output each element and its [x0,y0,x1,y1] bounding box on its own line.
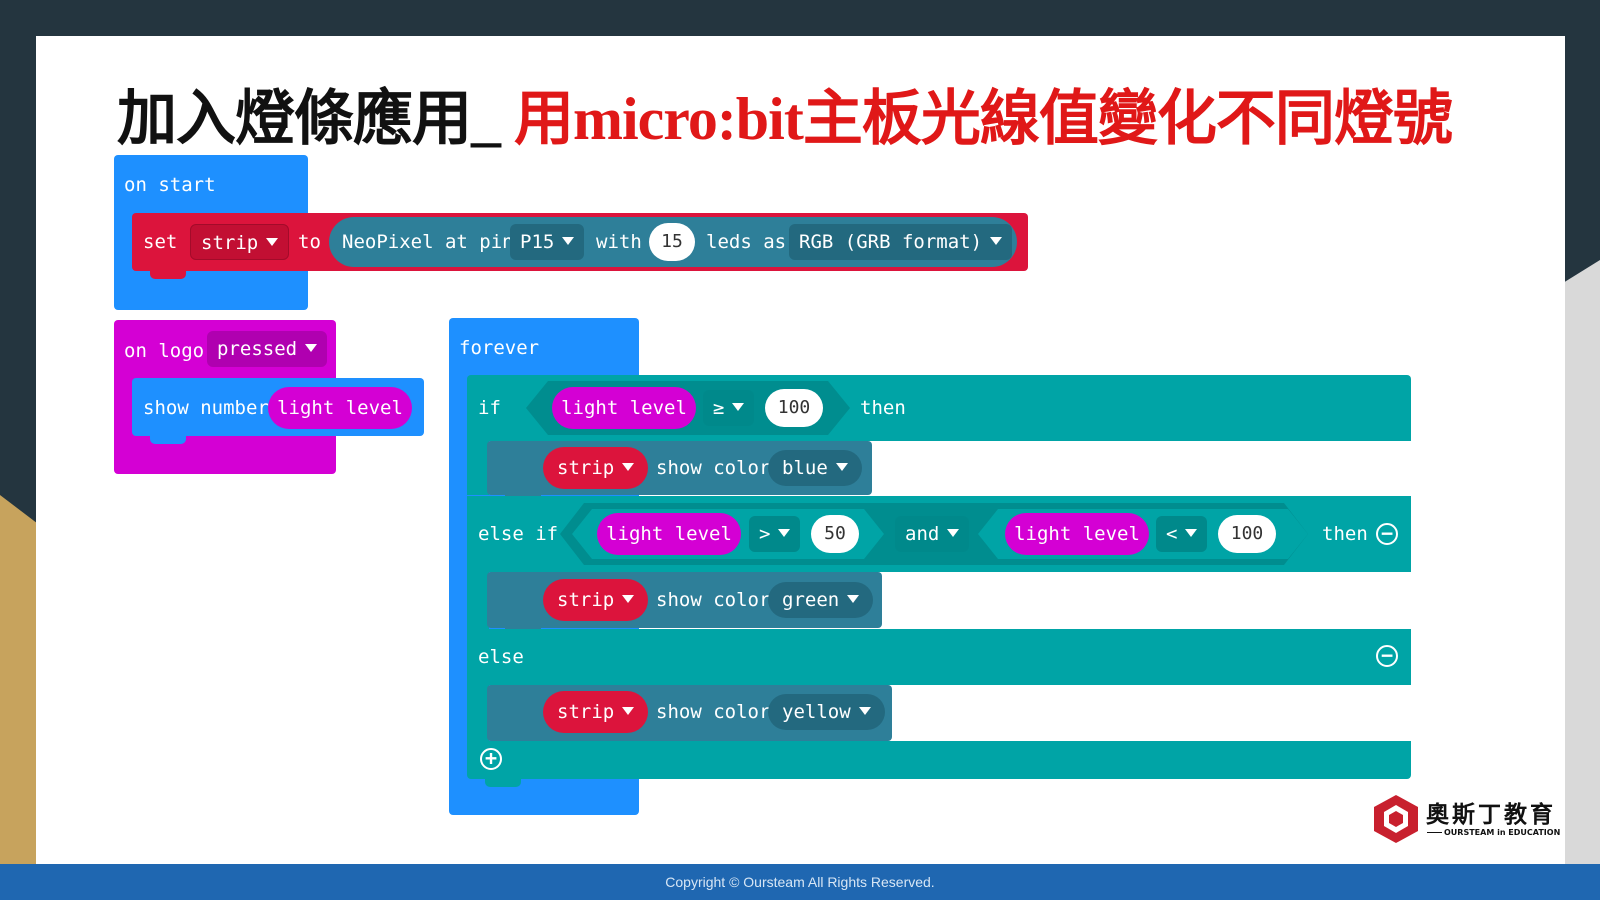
company-logo: 奧斯丁教育 OURSTEAM in EDUCATION [1370,793,1560,853]
footer-copyright: Copyright © Oursteam All Rights Reserved… [0,864,1600,900]
color-yellow-label: yellow [782,701,851,723]
else-if-body-rail [467,571,489,629]
chevron-down-icon [732,402,745,411]
logo-event-dropdown[interactable]: pressed [207,331,328,367]
else-if-threshold-input-a[interactable]: 50 [811,515,859,553]
else-if-operator-dropdown-a[interactable]: > [749,516,801,552]
strip-variable-label: strip [201,232,259,254]
color-dropdown-green[interactable]: green [768,582,874,618]
chevron-down-icon [266,237,279,246]
pin-dropdown[interactable]: P15 [510,224,585,260]
color-dropdown-blue[interactable]: blue [768,450,862,486]
remove-else-if-icon[interactable]: − [1376,523,1398,545]
then-keyword: then [860,397,906,419]
chevron-down-icon [835,462,848,471]
chevron-down-icon [847,594,860,603]
operator-a-label: > [759,523,771,545]
else-if-operator-dropdown-b[interactable]: < [1156,516,1208,552]
light-level-reporter[interactable]: light level [268,387,412,429]
forever-label: forever [459,337,540,359]
color-dropdown-yellow[interactable]: yellow [768,694,885,730]
statement-notch [150,434,186,444]
statement-notch [485,777,521,787]
color-green-label: green [782,589,840,611]
strip-label: strip [557,589,615,611]
strip-dropdown-blue[interactable]: strip [543,447,649,489]
chevron-down-icon [622,594,635,603]
format-label: RGB (GRB format) [799,231,983,253]
if-light-level-reporter[interactable]: light level [552,387,696,429]
color-blue-label: blue [782,457,828,479]
else-body-rail [467,684,489,742]
and-label: and [905,523,940,545]
show-color-label: show color [656,589,771,611]
strip-variable-dropdown[interactable]: strip [190,224,290,260]
chevron-down-icon [858,706,871,715]
if-operator-dropdown[interactable]: ≥ [703,390,755,426]
cube-logo-icon [1374,795,1418,843]
chevron-down-icon [562,236,575,245]
strip-dropdown-green[interactable]: strip [543,579,649,621]
show-color-label: show color [656,457,771,479]
logo-event-label: pressed [217,338,298,360]
set-keyword: set [143,231,178,253]
if-keyword: if [478,397,501,419]
on-start-label: on start [124,174,216,196]
chevron-down-icon [947,528,960,537]
chevron-down-icon [622,706,635,715]
leds-as-keyword: leds as [706,231,787,253]
if-operator-label: ≥ [713,397,725,419]
if-footer [467,741,1411,779]
strip-label: strip [557,457,615,479]
add-else-if-icon[interactable]: + [480,748,502,770]
logo-name: 奧斯丁教育 [1426,802,1556,828]
if-body-rail [467,440,489,495]
logo-tagline: OURSTEAM in EDUCATION [1444,828,1561,837]
else-if-threshold-input-b[interactable]: 100 [1218,515,1276,553]
leds-count-input[interactable]: 15 [649,223,695,261]
title-part-black: 加入燈條應用_ [117,86,514,152]
show-color-label: show color [656,701,771,723]
neopixel-label: NeoPixel at pin [342,231,514,253]
else-keyword: else [478,646,524,668]
to-keyword: to [298,231,321,253]
strip-dropdown-yellow[interactable]: strip [543,691,649,733]
chevron-down-icon [305,343,318,352]
and-dropdown[interactable]: and [895,516,970,552]
pin-label: P15 [520,231,555,253]
else-if-light-level-reporter-a[interactable]: light level [597,513,741,555]
format-dropdown[interactable]: RGB (GRB format) [789,224,1013,260]
chevron-down-icon [778,528,791,537]
statement-notch [150,269,186,279]
remove-else-icon[interactable]: − [1376,645,1398,667]
else-if-light-level-reporter-b[interactable]: light level [1005,513,1149,555]
title-part-red: 用micro:bit主板光線值變化不同燈號 [514,86,1453,152]
chevron-down-icon [622,462,635,471]
slide-title: 加入燈條應用_ 用micro:bit主板光線值變化不同燈號 [117,70,1453,157]
else-header[interactable] [467,629,1411,685]
strip-label: strip [557,701,615,723]
if-threshold-input[interactable]: 100 [765,389,823,427]
logo-tagline-rule [1427,832,1442,833]
on-logo-label: on logo [124,340,205,362]
operator-b-label: < [1166,523,1178,545]
chevron-down-icon [1185,528,1198,537]
show-number-label: show number [143,397,269,419]
with-keyword: with [596,231,642,253]
chevron-down-icon [990,236,1003,245]
else-if-then-keyword: then [1322,523,1368,545]
else-if-keyword: else if [478,523,559,545]
